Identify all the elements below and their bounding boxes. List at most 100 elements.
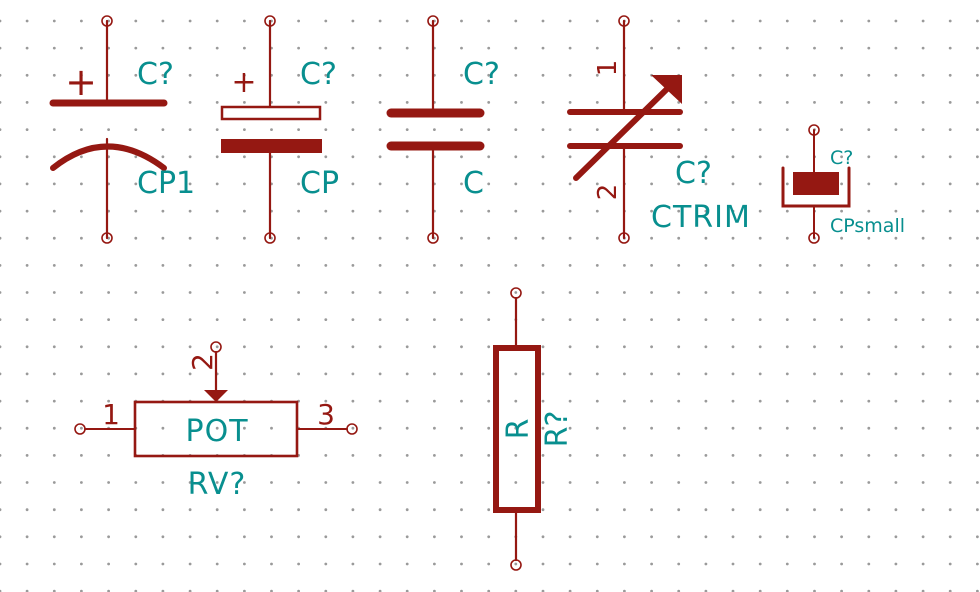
grid-dot: [215, 155, 219, 159]
grid-dot: [541, 73, 545, 77]
grid-dot: [948, 264, 952, 267]
reference-label[interactable]: C?: [463, 57, 500, 92]
grid-dot: [677, 562, 681, 566]
grid-dot: [25, 562, 29, 566]
value-label[interactable]: R: [501, 419, 536, 440]
grid-dot: [785, 372, 789, 376]
grid-dot: [188, 236, 192, 240]
pin-endpoint[interactable]: [101, 232, 113, 244]
grid-dot: [867, 236, 871, 240]
symbol-c[interactable]: C? C: [386, 15, 500, 244]
grid-dot: [840, 562, 843, 566]
grid-dot: [433, 128, 436, 132]
grid-dot: [243, 508, 246, 512]
value-label[interactable]: CPsmall: [830, 215, 905, 237]
pin-endpoint[interactable]: [74, 423, 86, 435]
grid-dot: [324, 155, 328, 159]
reference-label[interactable]: C?: [675, 156, 712, 191]
grid-dot: [0, 73, 2, 77]
grid-dot: [378, 345, 382, 349]
grid-dot: [107, 562, 110, 566]
pin-endpoint[interactable]: [264, 15, 276, 27]
grid-dot: [894, 209, 898, 213]
pin-endpoint[interactable]: [618, 232, 630, 244]
grid-dot: [650, 454, 653, 457]
grid-dot: [785, 345, 789, 349]
grid-dot: [541, 562, 545, 566]
grid-dot: [813, 345, 816, 349]
symbol-ctrim[interactable]: 1 2 C? CTRIM: [567, 15, 751, 244]
symbol-pot[interactable]: 1 2 3 POT RV?: [74, 341, 358, 502]
grid-dot: [758, 481, 762, 484]
pin-endpoint[interactable]: [427, 15, 439, 27]
grid-dot: [894, 182, 898, 186]
grid-dot: [107, 372, 110, 376]
grid-dot: [867, 46, 871, 50]
grid-dot: [25, 372, 29, 376]
grid-dot: [894, 73, 898, 77]
grid-dot: [351, 481, 355, 484]
reference-label[interactable]: C?: [300, 57, 337, 92]
symbol-r[interactable]: R R?: [493, 287, 575, 571]
reference-label[interactable]: R?: [540, 411, 575, 448]
grid-dot: [405, 128, 409, 132]
grid-dot: [813, 372, 816, 376]
value-label[interactable]: CP1: [137, 166, 195, 201]
grid-dot: [297, 535, 300, 539]
grid-dot: [351, 454, 355, 457]
grid-dot: [650, 128, 653, 132]
value-label[interactable]: C: [463, 166, 484, 201]
grid-dot: [894, 454, 898, 457]
grid-dot: [215, 73, 219, 77]
grid-dot: [134, 481, 138, 484]
grid-dot: [324, 264, 328, 267]
pin-endpoint[interactable]: [618, 15, 630, 27]
grid-dot: [704, 46, 708, 50]
grid-dot: [785, 562, 789, 566]
grid-dot: [80, 291, 83, 294]
grid-dot: [161, 535, 165, 539]
grid-dot: [243, 182, 246, 186]
grid-dot: [188, 508, 192, 512]
reference-label[interactable]: C?: [830, 147, 853, 169]
grid-dot: [677, 508, 681, 512]
pin-endpoint[interactable]: [346, 423, 358, 435]
grid-dot: [813, 454, 816, 457]
grid-dot: [731, 508, 735, 512]
grid-dot: [650, 589, 653, 592]
value-label[interactable]: CTRIM: [651, 200, 751, 235]
grid-dot: [731, 454, 735, 457]
grid-dot: [867, 562, 871, 566]
grid-dot: [623, 318, 626, 321]
pin-endpoint[interactable]: [808, 124, 820, 136]
grid-dot: [324, 291, 328, 294]
grid-dot: [894, 345, 898, 349]
grid-dot: [25, 454, 29, 457]
grid-dot: [243, 291, 246, 294]
reference-label[interactable]: C?: [137, 57, 174, 92]
grid-dot: [215, 426, 219, 430]
symbol-cp[interactable]: + C? CP: [220, 15, 339, 244]
grid-dot: [80, 535, 83, 539]
pin-endpoint[interactable]: [808, 232, 820, 244]
pin-endpoint[interactable]: [101, 15, 113, 27]
grid-dot: [460, 19, 463, 23]
grid-dot: [731, 128, 735, 132]
grid-dot: [595, 535, 599, 539]
grid-dot: [894, 318, 898, 321]
grid-dot: [134, 345, 138, 349]
pin-endpoint[interactable]: [510, 559, 522, 571]
value-label[interactable]: CP: [300, 166, 339, 201]
symbol-cpsmall[interactable]: C? CPsmall: [781, 124, 905, 244]
grid-dot: [134, 291, 138, 294]
grid-dot: [894, 236, 898, 240]
pin-endpoint[interactable]: [427, 232, 439, 244]
reference-label[interactable]: RV?: [188, 467, 247, 502]
grid-dot: [731, 73, 735, 77]
pin-endpoint[interactable]: [264, 232, 276, 244]
value-label[interactable]: POT: [185, 414, 248, 449]
symbol-cp1[interactable]: + C? CP1: [49, 15, 195, 244]
grid-dot: [731, 399, 735, 403]
grid-dot: [595, 264, 599, 267]
grid-dot: [243, 562, 246, 566]
